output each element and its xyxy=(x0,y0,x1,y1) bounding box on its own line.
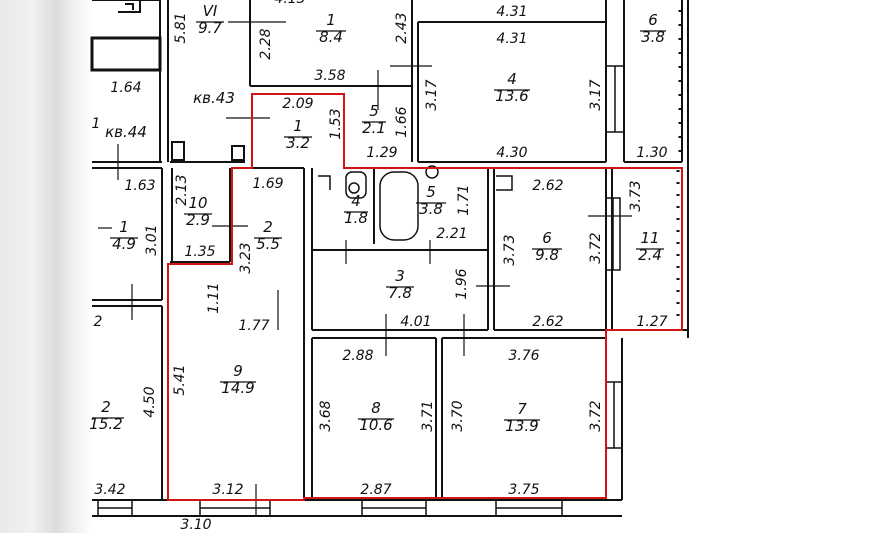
apartment-label-kv44: кв.44 xyxy=(105,123,147,141)
dimension-d213: 2.13 xyxy=(174,174,190,205)
room-area-r3: 7.8 xyxy=(388,284,412,302)
room-area-r1top: 8.4 xyxy=(319,28,343,46)
room-number-r1top: 1 xyxy=(326,11,336,29)
room-number-vi: VI xyxy=(203,2,218,20)
dimension-d376: 3.76 xyxy=(508,348,539,364)
dimension-d372a: 3.72 xyxy=(588,232,604,263)
room-number-r9: 9 xyxy=(233,362,243,380)
room-number-r6: 6 xyxy=(542,229,552,247)
dimension-d169: 1.69 xyxy=(252,176,283,192)
apartment-highlight-outline xyxy=(167,93,683,501)
dimension-d541: 5.41 xyxy=(172,364,188,395)
room-area-vi: 9.7 xyxy=(198,19,222,37)
dimension-d262b: 2.62 xyxy=(532,314,563,330)
dimension-d196: 1.96 xyxy=(454,268,470,299)
dimension-d42: 2 xyxy=(94,314,103,330)
dimension-d342: 3.42 xyxy=(94,482,125,498)
dimension-d288: 2.88 xyxy=(342,348,373,364)
room-number-r1hall: 1 xyxy=(293,117,303,135)
dimension-d163: 1.63 xyxy=(124,178,155,194)
room-number-r1left: 1 xyxy=(119,218,129,236)
dimension-d111: 1.11 xyxy=(206,282,222,313)
apartment-label-kv43: кв.43 xyxy=(193,89,235,107)
dimension-d301: 3.01 xyxy=(144,224,160,255)
dimension-d581: 5.81 xyxy=(173,12,189,43)
dimension-d358: 3.58 xyxy=(314,68,345,84)
room-number-r4wc: 4 xyxy=(351,192,361,210)
dimension-d430: 4.30 xyxy=(496,145,527,161)
walls xyxy=(90,0,689,517)
dimension-d127: 1.27 xyxy=(636,314,667,330)
dimension-d287: 2.87 xyxy=(360,482,391,498)
room-area-r2: 5.5 xyxy=(256,235,280,253)
dimension-d1x: 1 xyxy=(92,116,101,132)
room-number-r7: 7 xyxy=(517,400,527,418)
dimension-d401: 4.01 xyxy=(400,314,431,330)
dimension-d368: 3.68 xyxy=(318,400,334,431)
blurred-left-margin xyxy=(0,0,92,533)
room-area-r5top: 2.1 xyxy=(362,119,386,137)
dimension-d375: 3.75 xyxy=(508,482,539,498)
room-number-r2: 2 xyxy=(263,218,273,236)
dimension-d243: 2.43 xyxy=(394,12,410,43)
room-number-r6top: 6 xyxy=(648,11,658,29)
dimension-d153: 1.53 xyxy=(328,108,344,139)
dimension-d310: 3.10 xyxy=(180,517,211,533)
room-area-r5bath: 3.8 xyxy=(419,200,443,218)
room-area-r1hall: 3.2 xyxy=(286,134,310,152)
dimension-d372b: 3.72 xyxy=(588,400,604,431)
dimension-d166: 1.66 xyxy=(394,106,410,137)
dimension-d317a: 3.17 xyxy=(424,79,440,110)
dimension-d317b: 3.17 xyxy=(588,79,604,110)
dimension-d221: 2.21 xyxy=(436,226,467,242)
dimension-d312: 3.12 xyxy=(212,482,243,498)
room-number-r5bath: 5 xyxy=(426,183,436,201)
room-number-r5top: 5 xyxy=(369,102,379,120)
dimension-d413: 4.13 xyxy=(274,0,305,7)
room-area-r4wc: 1.8 xyxy=(344,209,368,227)
room-number-r4top: 4 xyxy=(507,70,517,88)
room-labels xyxy=(92,21,666,421)
dimension-d450: 4.50 xyxy=(142,386,158,417)
dimension-d130: 1.30 xyxy=(636,145,667,161)
room-area-r6top: 3.8 xyxy=(641,28,665,46)
room-area-r6: 9.8 xyxy=(535,246,559,264)
room-number-r10: 10 xyxy=(188,194,207,212)
room-area-r4top: 13.6 xyxy=(495,87,528,105)
dimension-d171: 1.71 xyxy=(456,184,472,215)
dimension-d373a: 3.73 xyxy=(628,180,644,211)
dimension-d323: 3.23 xyxy=(238,242,254,273)
dimension-d370: 3.70 xyxy=(450,400,466,431)
dimension-d129: 1.29 xyxy=(366,145,397,161)
room-area-r11: 2.4 xyxy=(638,246,662,264)
dimension-d262a: 2.62 xyxy=(532,178,563,194)
dimension-d431b: 4.31 xyxy=(496,31,527,47)
room-number-r2left: 2 xyxy=(101,398,111,416)
dimension-d373b: 3.73 xyxy=(502,234,518,265)
room-area-r9: 14.9 xyxy=(221,379,254,397)
dimension-d209: 2.09 xyxy=(282,96,313,112)
room-area-r7: 13.9 xyxy=(505,417,538,435)
dimension-d135: 1.35 xyxy=(184,244,215,260)
dimension-d228: 2.28 xyxy=(258,28,274,59)
dimension-d177: 1.77 xyxy=(238,318,269,334)
room-area-r8: 10.6 xyxy=(359,416,392,434)
room-number-r8: 8 xyxy=(371,399,381,417)
dimension-d371: 3.71 xyxy=(420,400,436,431)
dimension-d164: 1.64 xyxy=(110,80,141,96)
dimension-d431a: 4.31 xyxy=(496,4,527,20)
room-area-r10: 2.9 xyxy=(186,211,210,229)
room-area-r1left: 4.9 xyxy=(112,235,136,253)
room-number-r11: 11 xyxy=(640,229,659,247)
dimension-text: 4.134.314.315.812.282.433.583.173.171.64… xyxy=(92,0,668,533)
room-area-r2left: 15.2 xyxy=(89,415,122,433)
room-number-r3: 3 xyxy=(395,267,405,285)
